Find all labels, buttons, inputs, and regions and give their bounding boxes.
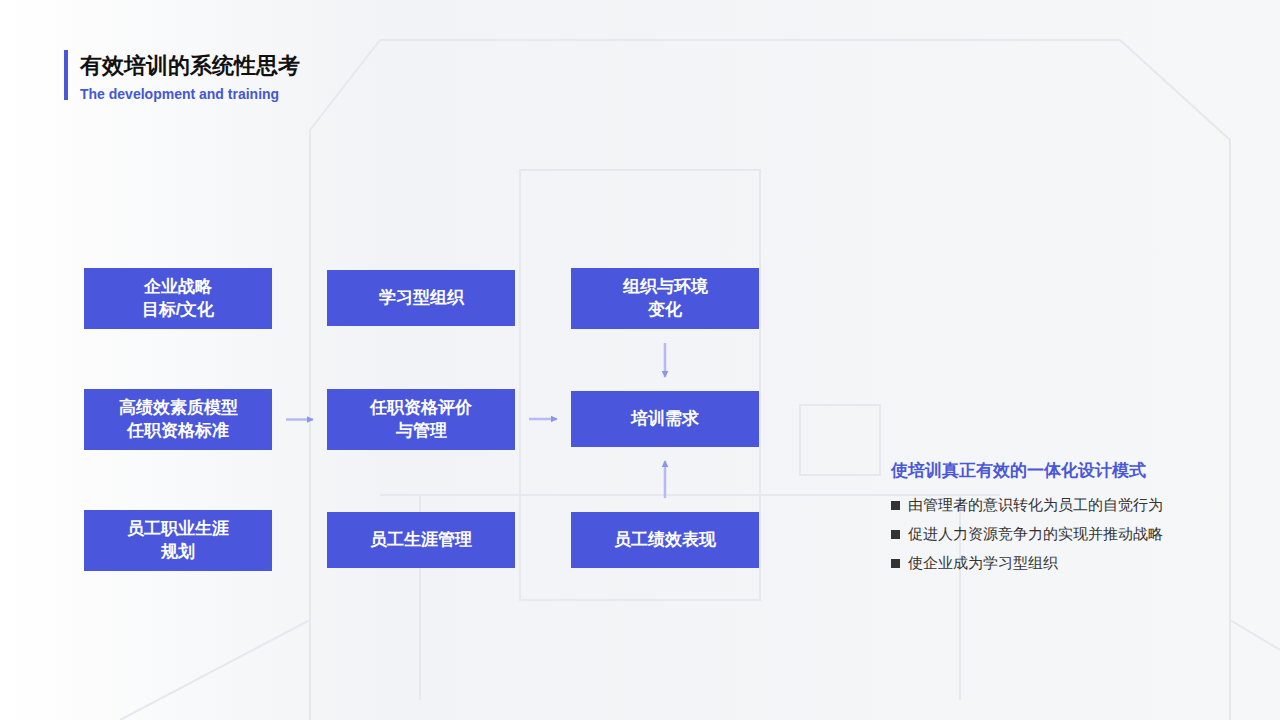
room-lines (120, 40, 1280, 720)
box-label: 企业战略 目标/文化 (136, 276, 221, 320)
bullet-row: 使企业成为学习型组织 (891, 554, 1058, 573)
bullet-square (891, 501, 900, 510)
box-content: 组织与环境 变化 (620, 276, 710, 320)
process-box: 员工职业生涯 规划 (84, 510, 272, 571)
process-box: 高绩效素质模型 任职资格标准 (84, 389, 272, 450)
subtitle: The development and training (80, 86, 279, 102)
box-content: 高绩效素质模型 任职资格标准 (116, 397, 240, 441)
box-content: 企业战略 目标/文化 (136, 276, 221, 320)
title-bar (64, 50, 68, 100)
process-box: 任职资格评价 与管理 (327, 389, 515, 450)
box-label: 高绩效素质模型 任职资格标准 (116, 397, 240, 441)
box-label: 员工职业生涯 规划 (124, 518, 231, 562)
bullet-row: 促进人力资源竞争力的实现并推动战略 (891, 525, 1163, 544)
box-content: 员工生涯管理 (370, 529, 472, 551)
process-box: 学习型组织 (327, 270, 515, 326)
box-label: 员工绩效表现 (614, 529, 716, 551)
process-box: 员工生涯管理 (327, 512, 515, 568)
bullet-text: 使企业成为学习型组织 (908, 554, 1058, 573)
flow-arrow (664, 461, 667, 498)
side-heading: 使培训真正有效的一体化设计模式 (891, 459, 1146, 482)
process-box: 组织与环境 变化 (571, 268, 759, 329)
process-box: 员工绩效表现 (571, 512, 759, 568)
bullet-square (891, 530, 900, 539)
box-content: 学习型组织 (379, 287, 464, 309)
box-content: 员工绩效表现 (614, 529, 716, 551)
box-content: 任职资格评价 与管理 (367, 397, 474, 441)
flow-arrow (664, 343, 667, 377)
process-box: 企业战略 目标/文化 (84, 268, 272, 329)
box-label: 培训需求 (631, 408, 699, 430)
bullet-text: 由管理者的意识转化为员工的自觉行为 (908, 496, 1163, 515)
flow-arrow (286, 418, 313, 421)
process-box: 培训需求 (571, 391, 759, 447)
slide-title: 有效培训的系统性思考 (80, 51, 300, 81)
box-label: 组织与环境 变化 (620, 276, 710, 320)
box-label: 任职资格评价 与管理 (367, 397, 474, 441)
flow-arrow (529, 418, 557, 421)
box-label: 员工生涯管理 (370, 529, 472, 551)
box-content: 员工职业生涯 规划 (124, 518, 231, 562)
bullet-row: 由管理者的意识转化为员工的自觉行为 (891, 496, 1163, 515)
bullet-square (891, 559, 900, 568)
box-content: 培训需求 (631, 408, 699, 430)
box-label: 学习型组织 (379, 287, 464, 309)
bullet-text: 促进人力资源竞争力的实现并推动战略 (908, 525, 1163, 544)
